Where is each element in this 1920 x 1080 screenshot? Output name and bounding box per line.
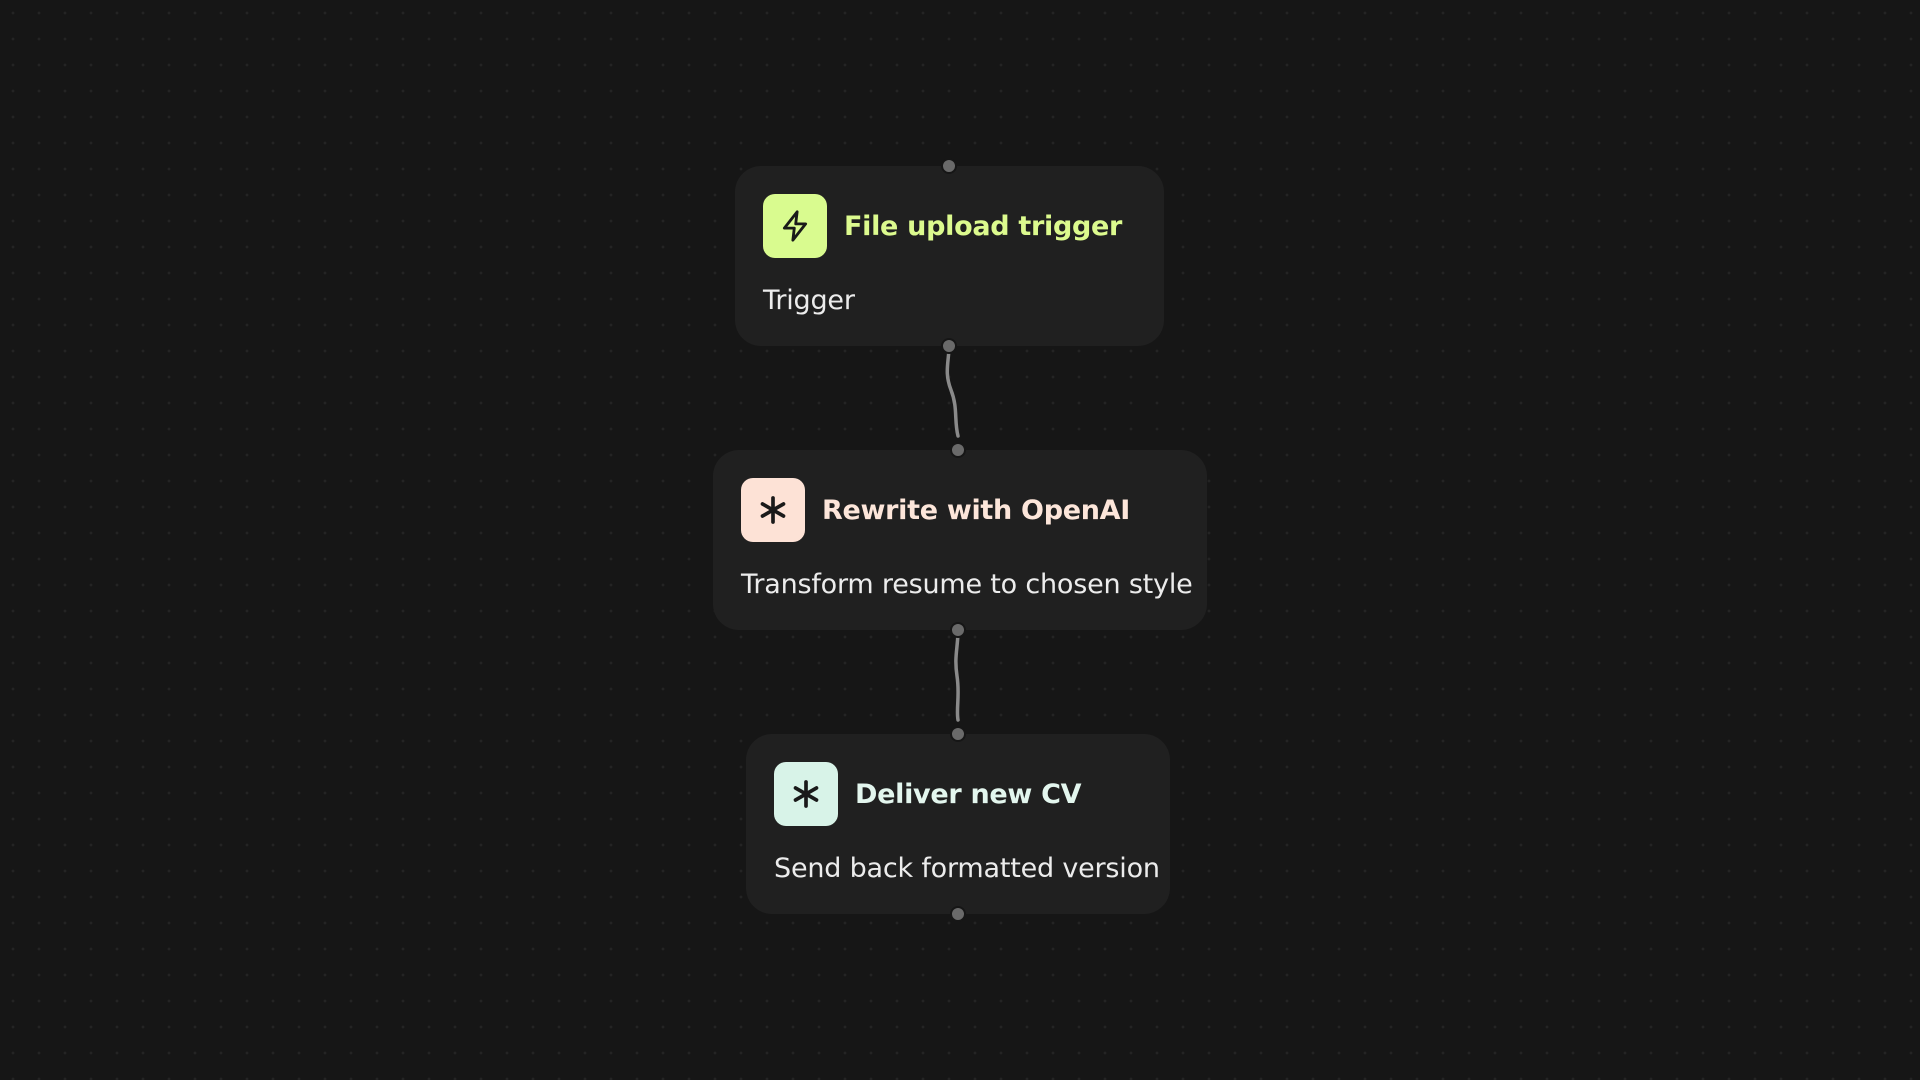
node-title: File upload trigger	[844, 210, 1123, 242]
asterisk-icon	[741, 478, 805, 542]
node-description: Send back formatted version	[774, 853, 1160, 884]
edge-trigger-to-rewrite[interactable]	[945, 344, 960, 438]
asterisk-icon	[774, 762, 838, 826]
input-port-file-upload-trigger[interactable]	[941, 158, 957, 174]
node-header: Rewrite with OpenAI	[741, 478, 1179, 542]
node-rewrite-with-openai[interactable]: Rewrite with OpenAI Transform resume to …	[713, 450, 1207, 630]
edge-rewrite-to-deliver[interactable]	[954, 628, 960, 722]
output-port-deliver-new-cv[interactable]	[950, 906, 966, 922]
node-header: File upload trigger	[763, 194, 1136, 258]
node-description: Trigger	[763, 285, 855, 316]
node-file-upload-trigger[interactable]: File upload trigger Trigger	[735, 166, 1164, 346]
node-header: Deliver new CV	[774, 762, 1142, 826]
lightning-bolt-icon	[763, 194, 827, 258]
output-port-file-upload-trigger[interactable]	[941, 338, 957, 354]
node-title: Rewrite with OpenAI	[822, 494, 1131, 526]
input-port-deliver-new-cv[interactable]	[950, 726, 966, 742]
output-port-rewrite-with-openai[interactable]	[950, 622, 966, 638]
input-port-rewrite-with-openai[interactable]	[950, 442, 966, 458]
node-description: Transform resume to chosen style	[741, 569, 1193, 600]
node-title: Deliver new CV	[855, 778, 1082, 810]
node-deliver-new-cv[interactable]: Deliver new CV Send back formatted versi…	[746, 734, 1170, 914]
